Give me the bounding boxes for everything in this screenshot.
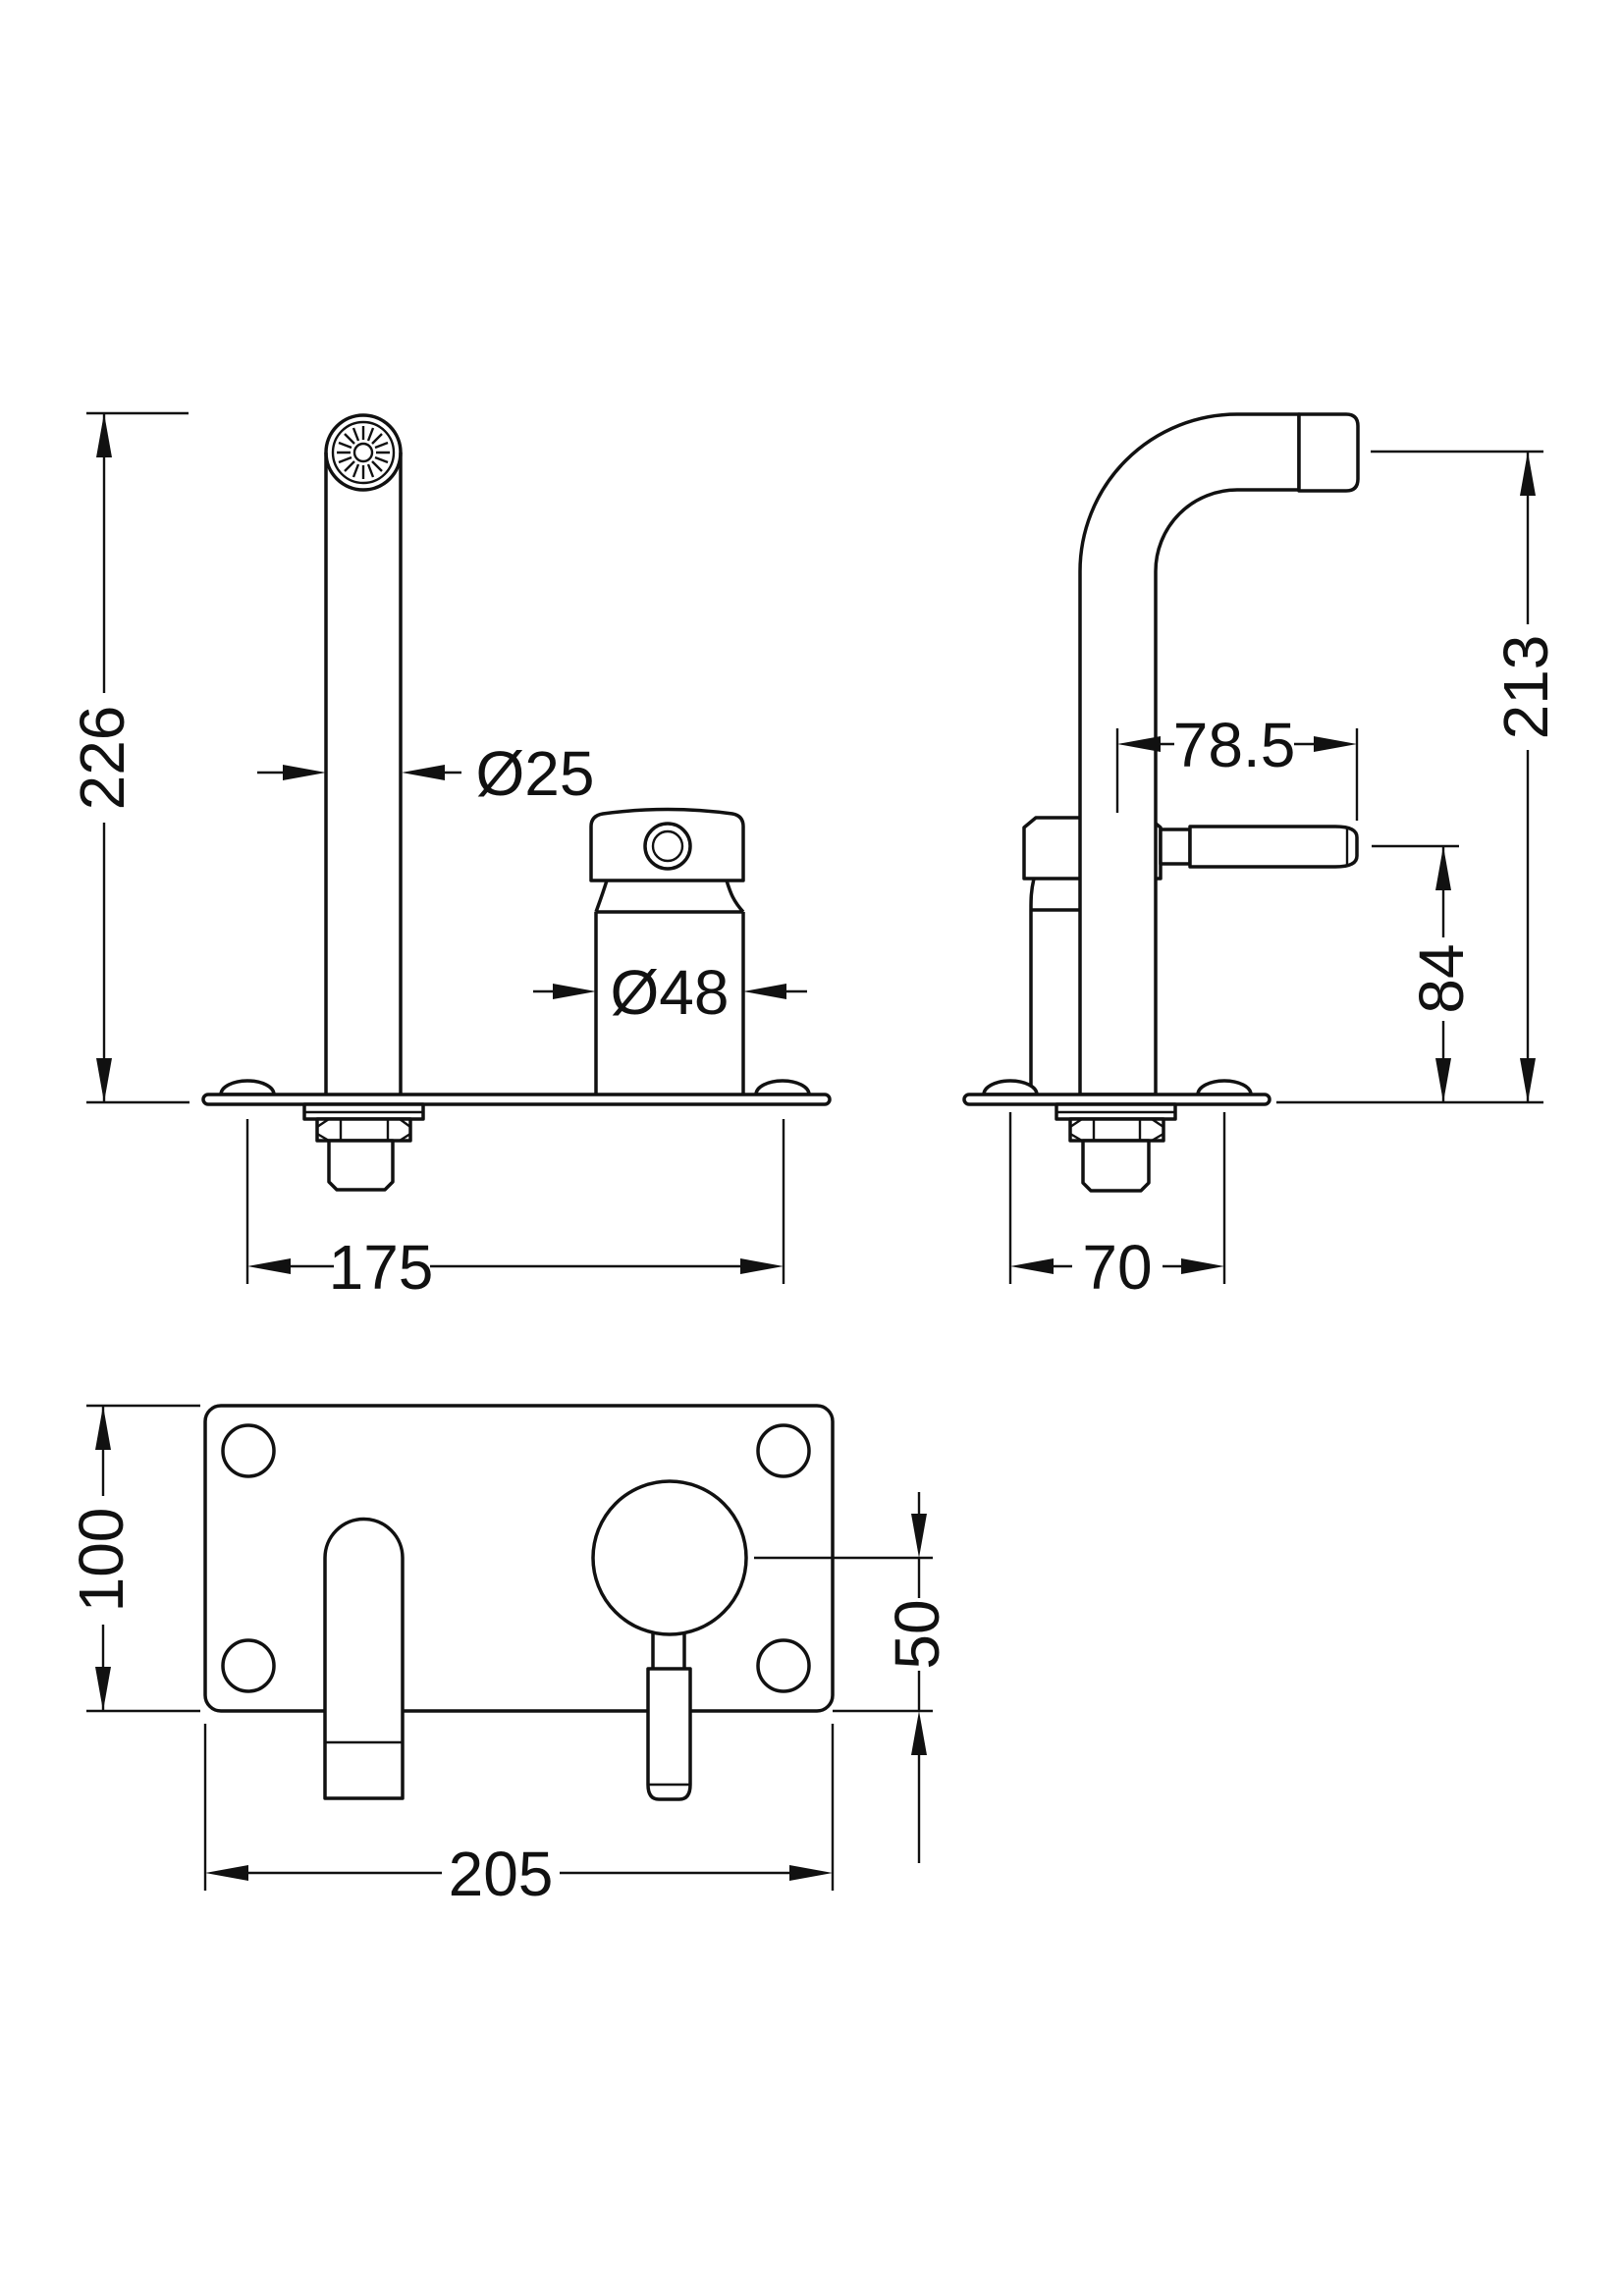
dim-handle-edge-offset: 50 xyxy=(754,1492,952,1863)
dim-spout-diameter-label: Ø25 xyxy=(476,738,595,809)
lever-grip-plan xyxy=(646,1667,692,1801)
plan-view: 100 50 205 xyxy=(66,1404,952,1909)
base-plate-front xyxy=(201,1079,832,1106)
dim-handle-height-label: 84 xyxy=(1406,943,1477,1013)
neck xyxy=(594,880,745,914)
mounting-dome xyxy=(982,1079,1039,1096)
fixing-hole xyxy=(221,1638,276,1693)
mounting-dome xyxy=(754,1079,811,1096)
dim-plate-depth-label: 100 xyxy=(66,1508,136,1613)
backnut xyxy=(1068,1117,1165,1143)
mixer-control xyxy=(589,807,745,1095)
front-view: 226 Ø25 Ø48 175 xyxy=(67,411,832,1303)
fixing-hole xyxy=(756,1638,811,1693)
dim-hole-centres-depth: 70 xyxy=(1008,1112,1226,1303)
dim-hole-centres-length: 175 xyxy=(245,1119,785,1303)
spout-riser xyxy=(324,453,403,1095)
spout-tube-side xyxy=(1078,412,1301,1096)
mounting-dome xyxy=(1196,1079,1253,1096)
mixer-plan xyxy=(591,1479,748,1801)
fixing-assembly-front xyxy=(302,1102,425,1192)
dim-outlet-height-label: 213 xyxy=(1490,635,1561,740)
fixing-hole xyxy=(756,1423,811,1478)
dim-body-diameter: Ø48 xyxy=(533,957,807,1028)
dim-handle-height: 84 xyxy=(1372,844,1477,1102)
dim-plate-depth: 100 xyxy=(66,1404,200,1713)
aerator-spokes xyxy=(337,426,390,479)
dim-spout-reach: 78.5 xyxy=(1115,710,1359,821)
lever-boss xyxy=(1159,828,1192,866)
backnut xyxy=(315,1117,412,1143)
dim-hole-centres-depth-label: 70 xyxy=(1082,1232,1152,1303)
threaded-tail xyxy=(1081,1139,1151,1193)
mixer-body xyxy=(594,912,745,1095)
dim-hole-centres-length-label: 175 xyxy=(329,1232,434,1303)
spout-outlet-tip xyxy=(1297,412,1360,493)
mixer-cap-plan xyxy=(591,1479,748,1636)
dim-handle-edge-offset-label: 50 xyxy=(882,1599,952,1669)
dim-plate-length: 205 xyxy=(203,1724,835,1909)
spout-plan xyxy=(323,1517,405,1800)
fixing-hole xyxy=(221,1423,276,1478)
dim-spout-diameter: Ø25 xyxy=(257,738,594,809)
dim-body-diameter-label: Ø48 xyxy=(611,957,730,1028)
fixing-assembly-side xyxy=(1055,1102,1177,1193)
mounting-dome xyxy=(219,1079,276,1096)
handle-lever-side xyxy=(1159,825,1359,869)
cap-screw xyxy=(643,822,692,871)
dim-plate-length-label: 205 xyxy=(449,1839,554,1909)
dim-overall-height-label: 226 xyxy=(67,706,137,811)
dim-overall-height: 226 xyxy=(67,411,189,1104)
lever-boss-plan xyxy=(651,1632,686,1669)
lever-grip xyxy=(1188,825,1359,869)
dim-outlet-height: 213 xyxy=(1276,450,1561,1104)
threaded-tail xyxy=(327,1139,395,1192)
side-view: 78.5 213 84 70 xyxy=(962,412,1561,1303)
dim-spout-reach-label: 78.5 xyxy=(1173,710,1296,780)
aerator-face xyxy=(324,413,403,492)
